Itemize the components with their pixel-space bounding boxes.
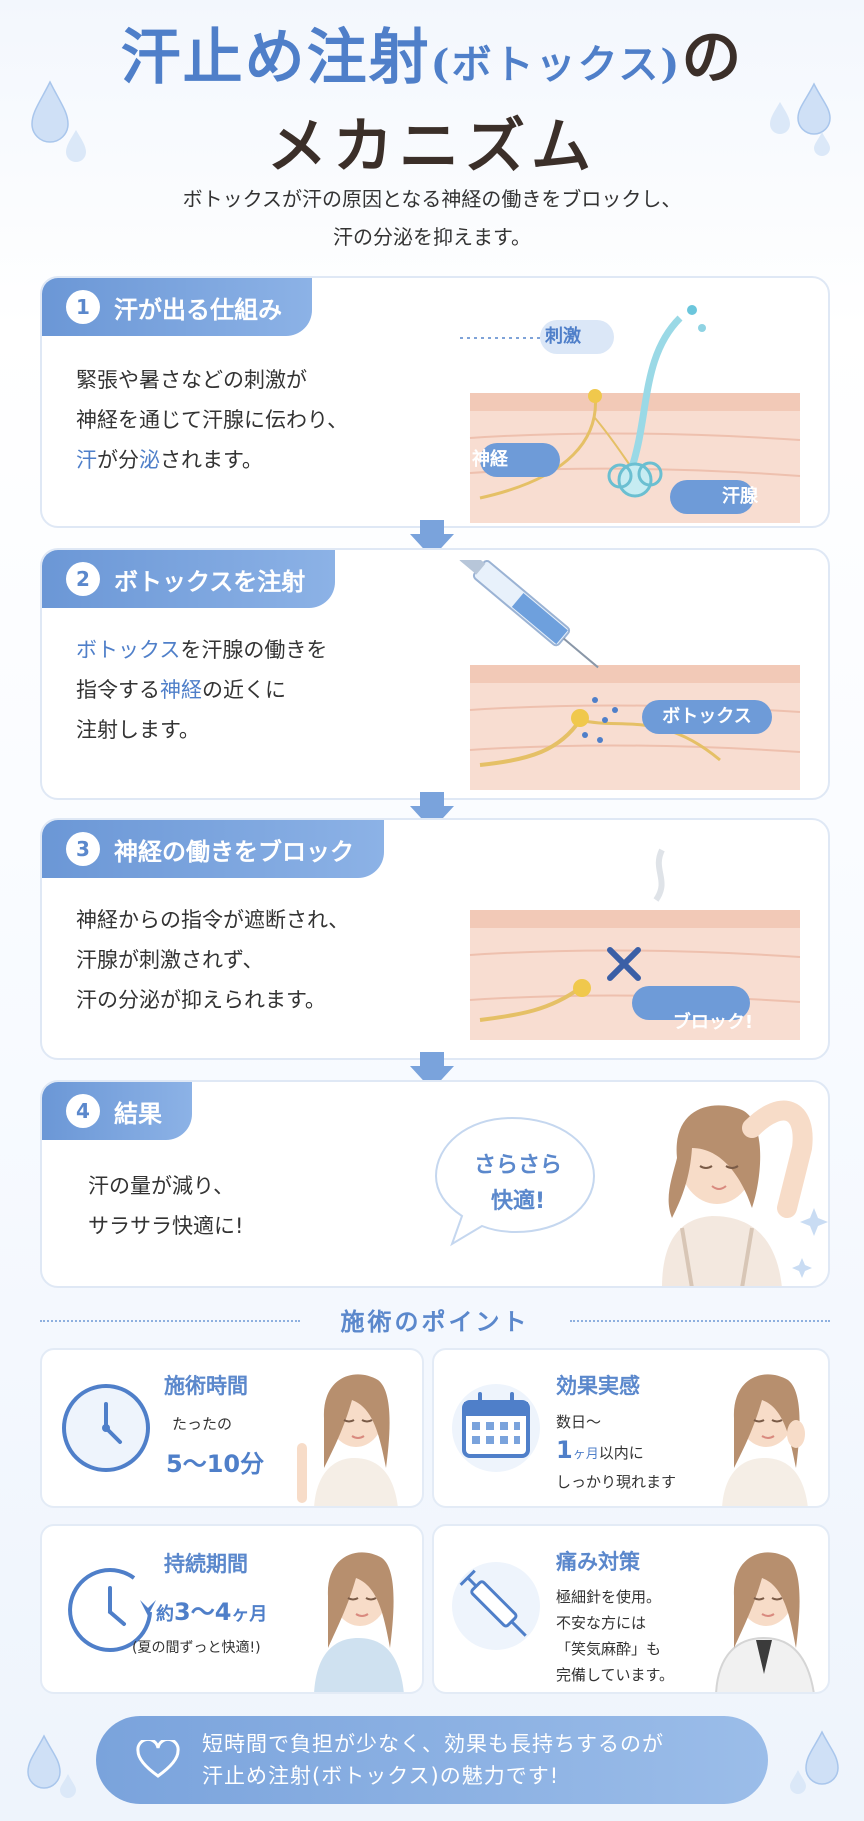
label-botox: ボトックス [662, 706, 752, 727]
step-3-card: 3 神経の働きをブロック 神経からの指令が遮断され、 汗腺が刺激されず、 汗の分… [40, 818, 830, 1060]
point-card-pain: 痛み対策 極細針を使用。 不安な方には 「笑気麻酔」も 完備しています。 [432, 1524, 830, 1694]
label-stimulus: 刺激 [545, 326, 581, 347]
subtitle-line1: ボトックスが汗の原因となる神経の働きをブロックし、 [182, 187, 682, 211]
woman-casual-illustration [314, 1552, 404, 1692]
point-body: 極細針を使用。 不安な方には 「笑気麻酔」も 完備しています。 [556, 1588, 675, 1684]
step-number: 1 [66, 290, 100, 324]
subtitle: ボトックスが汗の原因となる神経の働きをブロックし、 汗の分泌を抑えます。 [0, 180, 864, 256]
label-sweat-gland: 汗腺 [722, 486, 758, 507]
syringe-icon [452, 1562, 540, 1650]
speech-text: さらさら 快適! [473, 1153, 562, 1214]
water-drop-icon [31, 80, 86, 162]
arrow-down-icon [410, 1052, 454, 1090]
step-2-text: ボトックスを汗腺の働きを 指令する神経の近くに 注射します。 [76, 638, 328, 742]
point-label: 痛み対策 [556, 1550, 640, 1574]
step-3-text: 神経からの指令が遮断され、 汗腺が刺激されず、 汗の分泌が抑えられます。 [76, 908, 350, 1012]
woman-smiling-illustration [722, 1374, 808, 1506]
calendar-icon [452, 1384, 540, 1472]
title-line2: メカニズム [267, 112, 597, 182]
label-nerve: 神経 [472, 449, 508, 470]
step-4-card: 4 結果 汗の量が減り、 サラサラ快適に! さらさら 快適! [40, 1080, 830, 1288]
doctor-illustration [715, 1552, 815, 1692]
point-line2: 1ヶ月以内に [556, 1436, 644, 1464]
point-card-lasting: 持続期間 約3〜4ヶ月 (夏の間ずっと快適!) [40, 1524, 424, 1694]
title-main: 汗止め注射 [120, 23, 431, 93]
water-drop-icon [27, 1734, 76, 1798]
heart-icon [136, 1740, 180, 1778]
water-drop-icon [770, 82, 831, 156]
arrow-down-icon [410, 792, 454, 830]
point-label: 持続期間 [164, 1552, 248, 1576]
step-3-tab: 3 神経の働きをブロック [42, 820, 384, 878]
page-title: 汗止め注射(ボトックス)の メカニズム [0, 18, 864, 189]
points-title: 施術のポイント [340, 1308, 530, 1336]
title-paren: (ボトックス) [430, 41, 682, 88]
point-big: 5〜10分 [166, 1450, 265, 1478]
point-card-duration: 施術時間 たったの 5〜10分 [40, 1348, 424, 1508]
point-line1: たったの [172, 1415, 233, 1433]
point-card-effect: 効果実感 数日〜 1ヶ月以内に しっかり現れます [432, 1348, 830, 1508]
clock-refresh-icon [68, 1568, 156, 1653]
nerve-block-illustration [469, 848, 800, 1040]
points-header: 施術のポイント [40, 1300, 830, 1340]
point-label: 施術時間 [164, 1374, 248, 1398]
step-title: 汗が出る仕組み [114, 295, 282, 324]
step-title: 神経の働きをブロック [114, 837, 354, 866]
woman-pointing-illustration [297, 1374, 398, 1506]
step-1-card: 1 汗が出る仕組み 緊張や暑さなどの刺激が 神経を通じて汗腺に伝わり、 汗が分泌… [40, 276, 830, 528]
banner-text: 短時間で負担が少なく、効果も長持ちするのが 汗止め注射(ボトックス)の魅力です! [202, 1732, 664, 1788]
step-1-text: 緊張や暑さなどの刺激が 神経を通じて汗腺に伝わり、 汗が分泌されます。 [76, 368, 349, 472]
title-no: の [681, 23, 744, 93]
subtitle-line2: 汗の分泌を抑えます。 [333, 225, 531, 249]
point-line1: 数日〜 [556, 1413, 602, 1431]
point-value: 約3〜4ヶ月 [156, 1598, 268, 1626]
step-4-text: 汗の量が減り、 サラサラ快適に! [88, 1174, 244, 1238]
injection-illustration [459, 560, 800, 790]
bottom-banner: 短時間で負担が少なく、効果も長持ちするのが 汗止め注射(ボトックス)の魅力です! [96, 1716, 768, 1804]
step-number: 2 [66, 562, 100, 596]
point-note: (夏の間ずっと快適!) [132, 1640, 261, 1656]
step-number: 4 [66, 1094, 100, 1128]
step-1-tab: 1 汗が出る仕組み [42, 278, 312, 336]
point-label: 効果実感 [556, 1374, 640, 1398]
clock-icon [62, 1384, 150, 1472]
step-title: 結果 [114, 1099, 162, 1128]
step-number: 3 [66, 832, 100, 866]
sweat-gland-illustration [460, 305, 800, 523]
step-title: ボトックスを注射 [114, 567, 306, 596]
water-drop-icon [790, 1730, 839, 1794]
step-4-tab: 4 結果 [42, 1082, 192, 1140]
step-2-tab: 2 ボトックスを注射 [42, 550, 336, 608]
step-2-card: 2 ボトックスを注射 ボトックスを汗腺の働きを 指令する神経の近くに 注射します… [40, 548, 830, 800]
label-block: ブロック! [672, 1012, 754, 1033]
point-line3: しっかり現れます [556, 1473, 677, 1491]
speech-bubble [434, 1116, 596, 1247]
woman-illustration [662, 1100, 828, 1286]
arrow-down-icon [410, 520, 454, 558]
